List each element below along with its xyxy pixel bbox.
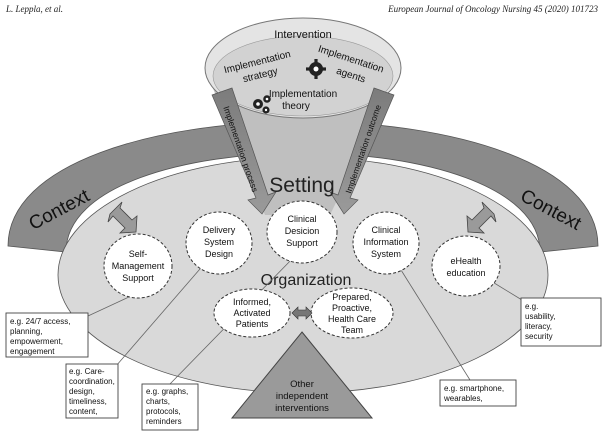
gears-icon: [253, 95, 271, 114]
prepared-line-2: Proactive,: [332, 303, 372, 313]
informed-patients-circle: [213, 288, 291, 338]
clinical-info-circle: [352, 211, 420, 275]
self-management-line-2: Management: [112, 261, 165, 271]
delivery-line-1: Delivery: [203, 225, 236, 235]
other-line-1: Other: [290, 379, 314, 390]
ehealth-example-4: security: [525, 332, 553, 341]
header-journal: European Journal of Oncology Nursing 45 …: [388, 4, 598, 14]
delivery-example-2: coordination,: [69, 377, 115, 386]
intervention-inner-ellipse: [212, 35, 394, 117]
decision-example-4: reminders: [146, 417, 182, 426]
self-mgmt-example-3: empowerment,: [10, 337, 63, 346]
other-line-2: independent: [276, 391, 329, 402]
organization-label: Organization: [261, 272, 352, 289]
ehealth-example-1: e.g.: [525, 302, 538, 311]
implementation-process-arrow: [211, 87, 277, 215]
self-mgmt-example-4: engagement: [10, 347, 55, 356]
decision-example-box: [141, 383, 199, 431]
self-mgmt-example-1: e.g. 24/7 access,: [10, 317, 70, 326]
ehealth-example-2: usability,: [525, 312, 556, 321]
patient-team-double-arrow: [291, 306, 313, 320]
prepared-line-1: Prepared,: [332, 292, 372, 302]
context-band: [7, 121, 599, 253]
prepared-line-4: Team: [341, 325, 363, 335]
ehealth-example-3: literacy,: [525, 322, 552, 331]
decision-example-2: charts,: [146, 397, 170, 406]
ehealth-line-2: education: [446, 268, 485, 278]
prepared-line-3: Health Care: [328, 314, 376, 324]
self-mgmt-example-2: planning,: [10, 327, 42, 336]
header-authors: L. Leppla, et al.: [6, 4, 64, 14]
setting-label: Setting: [269, 174, 334, 197]
informed-line-2: Activated: [233, 308, 270, 318]
clinical-decision-line-1: Clinical: [287, 214, 316, 224]
delivery-example-4: timeliness,: [69, 397, 107, 406]
decision-example-1: e.g. graphs,: [146, 387, 188, 396]
info-example-1: e.g. smartphone,: [444, 384, 504, 393]
delivery-example-5: content,: [69, 407, 97, 416]
self-mgmt-example-box: [5, 312, 89, 358]
clinical-decision-line-2: Desicion: [285, 226, 320, 236]
self-management-line-1: Self-: [129, 249, 148, 259]
context-right-double-arrow: [466, 201, 497, 234]
self-management-line-3: Support: [122, 273, 154, 283]
implementation-outcome-arrow: [329, 87, 395, 215]
delivery-line-3: Design: [205, 249, 233, 259]
delivery-line-2: System: [204, 237, 234, 247]
clinical-decision-circle: [266, 200, 338, 264]
delivery-system-circle: [185, 211, 253, 275]
decision-example-3: protocols,: [146, 407, 181, 416]
delivery-example-1: e.g. Care-: [69, 367, 105, 376]
intervention-title: Intervention: [274, 29, 331, 41]
theory-label-1: Implementation: [269, 89, 337, 100]
info-example-2: wearables,: [443, 394, 483, 403]
self-management-circle: [103, 233, 173, 299]
gear-icon: [306, 59, 326, 79]
delivery-example-box: [65, 363, 119, 419]
ehealth-line-1: eHealth: [450, 256, 481, 266]
clinical-info-line-1: Clinical: [371, 225, 400, 235]
ehealth-example-box: [520, 297, 602, 347]
informed-line-1: Informed,: [233, 297, 271, 307]
clinical-decision-line-3: Support: [286, 238, 318, 248]
other-interventions-triangle: [230, 331, 374, 419]
context-left-double-arrow: [107, 201, 138, 234]
prepared-team-circle: [310, 287, 394, 339]
informed-line-3: Patients: [236, 319, 269, 329]
clinical-info-line-3: System: [371, 249, 401, 259]
other-line-3: interventions: [275, 403, 329, 414]
delivery-example-3: design,: [69, 387, 95, 396]
clinical-info-line-2: Information: [363, 237, 408, 247]
theory-label-2: theory: [282, 101, 310, 112]
ehealth-circle: [431, 235, 501, 297]
info-example-box: [439, 379, 517, 407]
